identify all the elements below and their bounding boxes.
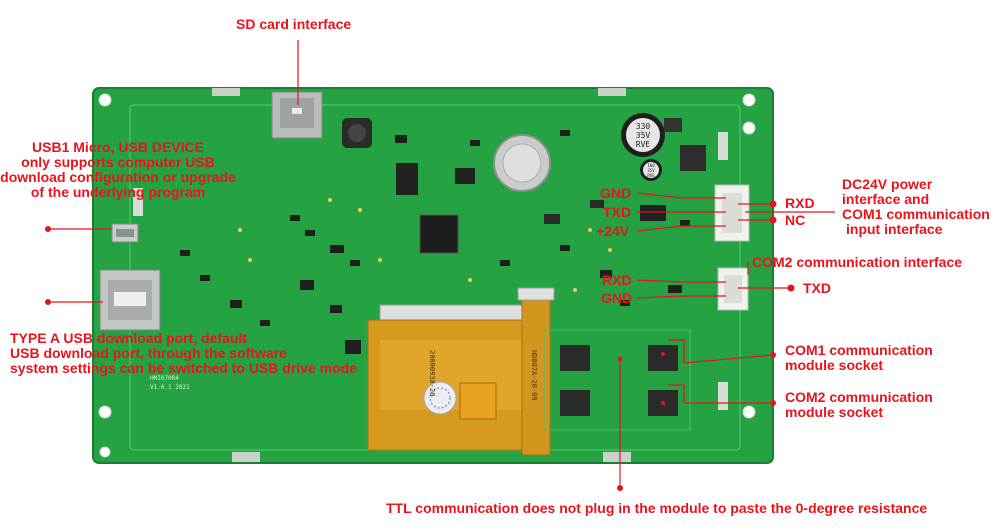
label-com1-socket-line2: module socket: [785, 357, 884, 373]
mount-hole: [99, 446, 111, 458]
label-usb1: USB1 Micro, USB DEVICE only supports com…: [0, 140, 236, 200]
ribbon-connector: [517, 287, 555, 301]
ic-chip: [455, 168, 475, 184]
label-dc24v-line4: input interface: [846, 221, 943, 237]
pin-com2-rxd: RXD: [602, 272, 632, 288]
label-com2-socket-line1: COM2 communication: [785, 389, 933, 405]
pcb-board: [92, 87, 774, 464]
com2-module-socket-a: [560, 390, 590, 416]
label-usb1-line1: USB1 Micro, USB DEVICE: [32, 139, 204, 155]
pin-com1-rxd: RXD: [785, 195, 815, 211]
label-ttl: TTL communication does not plug in the m…: [386, 500, 928, 516]
regulator-ic: [680, 145, 706, 171]
cap-text-3: RVE: [636, 140, 651, 149]
mount-hole: [98, 93, 112, 107]
cap-text-1: 330: [636, 122, 651, 131]
mount-hole: [742, 93, 756, 107]
label-com1-socket-line1: COM1 communication: [785, 342, 933, 358]
board-version-text: V1.0.1 2021: [150, 384, 190, 391]
label-type-a-line1: TYPE A USB download port, default: [10, 330, 247, 346]
edge-tab: [232, 452, 260, 462]
via-holes: [238, 198, 612, 292]
edge-tab: [598, 88, 626, 96]
pin-com1-nc: NC: [785, 212, 806, 228]
edge-tab: [603, 452, 631, 462]
label-com2-socket: COM2 communication module socket: [785, 390, 933, 420]
edge-tab: [212, 88, 240, 96]
ic-chip: [396, 163, 418, 195]
edge-tab: [718, 132, 728, 160]
board-model-text: HMI070R4: [150, 375, 179, 382]
cap-small-text-3: RVE: [647, 173, 655, 178]
com1-module-socket-a: [560, 345, 590, 371]
mount-hole: [742, 121, 756, 135]
com1-module-socket-b: [648, 345, 678, 371]
label-dc24v-line2: interface and: [842, 191, 930, 207]
mount-hole: [98, 405, 112, 419]
pin-com1-txd: TXD: [603, 204, 631, 220]
mount-hole: [742, 405, 756, 419]
cap-text-2: 35V: [636, 131, 651, 140]
ic-chip: [640, 205, 666, 221]
annotation-dots: [45, 200, 795, 491]
label-sd-card: SD card interface: [236, 16, 352, 32]
label-dc24v-line1: DC24V power: [842, 176, 933, 192]
flex-chip: [459, 382, 497, 420]
ribbon-code-text: HD007A-20-09: [530, 350, 538, 401]
label-dc24v-line3: COM1 communication: [842, 206, 990, 222]
cap-small-text-1: 100: [647, 163, 655, 168]
cap-small-text-2: 35V: [647, 168, 655, 173]
flex-sticker: [423, 381, 457, 415]
smd-components: [180, 130, 690, 354]
fpc-code-text: 20000938-20: [428, 350, 436, 396]
label-dc24v: DC24V power interface and COM1 communica…: [842, 177, 990, 237]
pin-com1-gnd: GND: [600, 185, 632, 201]
label-usb1-line4: of the underlying program: [30, 184, 206, 200]
label-com2-socket-line2: module socket: [785, 404, 884, 420]
label-type-a-line3: system settings can be switched to USB d…: [10, 360, 357, 376]
ic-chip: [590, 200, 604, 208]
edge-tab: [133, 188, 143, 216]
ic-chip: [544, 214, 560, 224]
edge-tab: [718, 382, 728, 410]
annotation-leaders: [48, 40, 835, 485]
label-usb1-line2: only supports computer USB: [21, 154, 215, 170]
regulator-ic: [664, 118, 682, 132]
label-type-a-line2: USB download port, through the software: [10, 345, 287, 361]
label-com1-socket: COM1 communication module socket: [785, 343, 933, 373]
label-com2-interface: COM2 communication interface: [752, 254, 963, 270]
label-type-a: TYPE A USB download port, default USB do…: [10, 331, 357, 376]
mcu-chip: [419, 214, 459, 254]
pin-com2-txd: TXD: [803, 280, 831, 296]
pin-com1-24v: +24V: [596, 223, 630, 239]
pin-com2-gnd: GND: [601, 290, 633, 306]
label-usb1-line3: download configuration or upgrade: [0, 169, 236, 185]
